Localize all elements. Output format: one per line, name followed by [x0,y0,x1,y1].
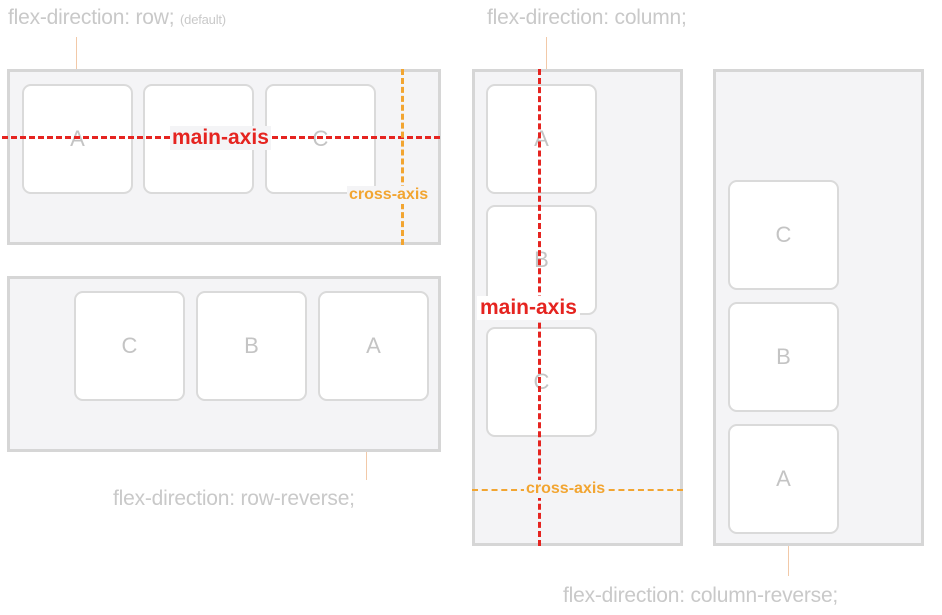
row-main-axis-label: main-axis [170,126,271,150]
column-box-a: A [486,84,597,194]
row-reverse-box-b: B [196,291,307,401]
row-container: A B C [7,69,441,245]
row-cross-axis-line [401,69,404,245]
column-reverse-direction-label: flex-direction: column-reverse; [563,584,839,607]
column-main-axis-label: main-axis [477,296,580,320]
row-reverse-direction-label: flex-direction: row-reverse; [113,487,355,510]
column-label-leader [546,37,547,69]
row-reverse-box-a: A [318,291,429,401]
column-box-c: C [486,327,597,437]
row-cross-axis-label: cross-axis [347,186,431,204]
row-reverse-container: C B A [7,276,441,452]
row-label-leader [76,37,77,69]
row-direction-text: flex-direction: row; [8,6,175,29]
column-direction-label: flex-direction: column; [487,6,687,29]
row-default-note: (default) [180,12,226,27]
row-reverse-label-leader [366,452,367,480]
row-reverse-box-c: C [74,291,185,401]
column-reverse-box-b: B [728,302,839,412]
column-reverse-container: C B A [713,69,924,546]
row-direction-label: flex-direction: row; (default) [8,6,226,30]
column-reverse-box-a: A [728,424,839,534]
column-cross-axis-label: cross-axis [524,480,608,498]
column-reverse-box-c: C [728,180,839,290]
column-reverse-label-leader [788,546,789,576]
row-box-c: C [265,84,376,194]
row-box-a: A [22,84,133,194]
